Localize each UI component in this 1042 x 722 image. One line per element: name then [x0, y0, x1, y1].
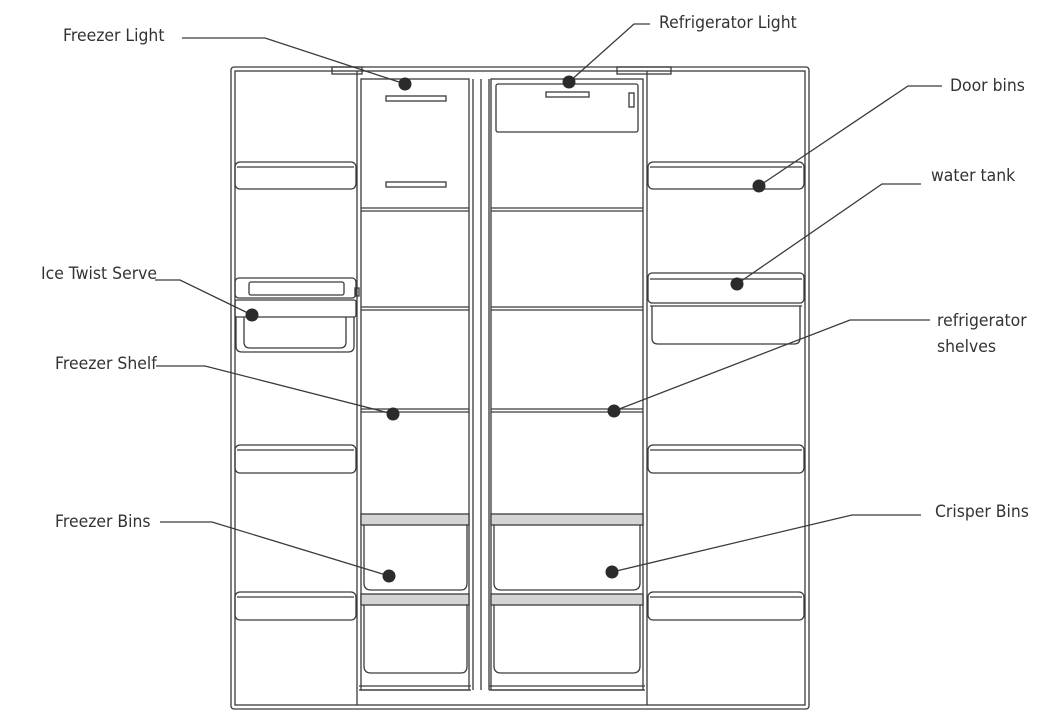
left-door-bin-1 — [234, 161, 357, 190]
freezer-bin-2-rail — [360, 593, 470, 606]
label-freezer-shelf: Freezer Shelf — [55, 354, 157, 374]
dot-water-tank — [730, 277, 744, 291]
dot-door-bins — [752, 179, 766, 193]
crisper-bin-2-rail — [490, 593, 644, 606]
dot-ice-twist-serve — [245, 308, 259, 322]
label-door-bins: Door bins — [950, 76, 1025, 96]
right-door-bin-3 — [647, 591, 805, 621]
freezer-vent-slot — [385, 181, 447, 188]
dot-crisper-bins — [605, 565, 619, 579]
right-door-bin-1 — [647, 161, 805, 190]
leader-ice-twist-serve — [155, 279, 253, 316]
label-crisper-bins: Crisper Bins — [935, 502, 1029, 522]
leader-water-tank — [736, 183, 921, 285]
crisper-bin-1 — [493, 525, 641, 591]
label-freezer-light: Freezer Light — [63, 26, 165, 46]
dot-refrigerator-shelves — [607, 404, 621, 418]
label-refrigerator-shelves-line2: shelves — [937, 337, 997, 357]
dot-freezer-bins — [382, 569, 396, 583]
cabinet-inner-outline — [234, 70, 806, 706]
water-tank-unit — [647, 272, 805, 345]
freezer-light-slot — [385, 95, 447, 102]
right-top-hinge — [616, 66, 672, 75]
leader-refrigerator-light — [568, 23, 650, 83]
label-ice-twist-serve: Ice Twist Serve — [41, 264, 158, 284]
leader-crisper-bins — [611, 514, 921, 573]
leader-refrigerator-shelves — [613, 319, 930, 412]
leader-freezer-bins — [160, 521, 390, 577]
dot-freezer-shelf — [386, 407, 400, 421]
refrigerator-light-housing — [495, 83, 639, 133]
freezer-bin-2 — [363, 605, 468, 674]
ice-twist-serve-unit — [234, 277, 360, 353]
freezer-bin-1 — [363, 525, 468, 591]
label-refrigerator-shelves-line1: refrigerator — [937, 311, 1027, 331]
label-water-tank: water tank — [931, 166, 1016, 186]
dot-refrigerator-light — [562, 75, 576, 89]
dot-freezer-light — [398, 77, 412, 91]
label-refrigerator-light: Refrigerator Light — [659, 13, 797, 33]
left-door-bin-3 — [234, 591, 357, 621]
right-door-bin-2 — [647, 444, 805, 474]
left-door-bin-2 — [234, 444, 357, 474]
leader-freezer-shelf — [156, 365, 394, 415]
cabinet-outline — [230, 66, 810, 710]
crisper-bin-2 — [493, 605, 641, 674]
leader-door-bins — [758, 85, 942, 187]
crisper-bin-1-rail — [490, 513, 644, 526]
label-freezer-bins: Freezer Bins — [55, 512, 151, 532]
freezer-bin-1-rail — [360, 513, 470, 526]
leader-freezer-light — [182, 37, 406, 85]
